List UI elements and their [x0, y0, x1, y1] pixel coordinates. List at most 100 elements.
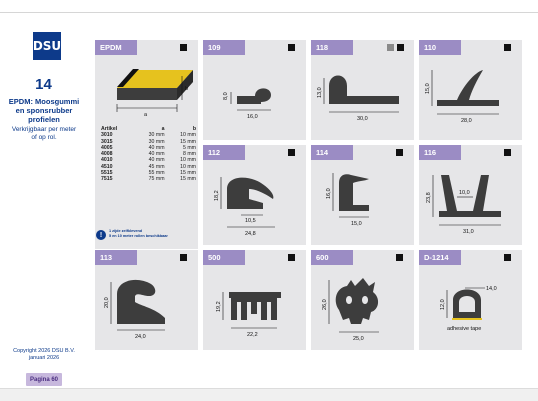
tile-title: 113	[95, 250, 137, 265]
dim-label-h: 12,0	[440, 299, 446, 310]
color-black-swatch	[180, 44, 187, 51]
adhesive-strip	[452, 318, 482, 320]
dim-label-h: 19,2	[216, 301, 222, 312]
tile-114: 114 16,0 15,0	[311, 145, 414, 245]
dim-label-w: 22,2	[247, 332, 258, 338]
profile-drawing-600: 26,0 25,0	[322, 278, 379, 342]
tile-118: 118 13,0 30,0	[311, 40, 414, 140]
profile-shape	[335, 278, 379, 324]
tile-title: 116	[419, 145, 461, 160]
table-row: 4008 40 mm 8 mm	[101, 151, 196, 157]
chapter-subtitle: Verkrijgbaar per meter of op rol.	[4, 126, 84, 142]
tile-title: 109	[203, 40, 245, 55]
copyright-text: Copyright 2026 DSU B.V. januari 2026	[4, 348, 84, 362]
table-cell: 3010	[101, 132, 113, 139]
copyright-line: Copyright 2026 DSU B.V.	[13, 348, 75, 354]
profile-drawing-500: 19,2 22,2	[216, 292, 281, 338]
table-cell: 4005	[101, 144, 113, 151]
table-cell: 8 mm	[183, 151, 196, 158]
table-cell: 15 mm	[180, 176, 196, 183]
note-line: 1 zijde zelfklevend	[109, 229, 143, 233]
dim-label-w: 24,0	[135, 334, 146, 340]
profile-shape	[339, 174, 369, 211]
color-gray-swatch	[387, 44, 394, 51]
dim-label-w: 28,0	[461, 118, 472, 124]
dim-label-w: 14,0	[486, 286, 497, 292]
dim-label-h: 18,2	[214, 190, 220, 201]
table-cell: 40 mm	[148, 157, 165, 164]
profile-drawing-118: 13,0 30,0	[317, 75, 399, 122]
dim-label-w2: 31,0	[463, 229, 474, 235]
table-cell: 10 mm	[180, 157, 196, 164]
dim-label-h: 26,0	[322, 299, 328, 310]
tile-title: 500	[203, 250, 245, 265]
table-cell: 75 mm	[148, 176, 165, 183]
table-header: a	[161, 126, 165, 132]
tile-500: 500 19,2 22,2	[203, 250, 306, 350]
profile-drawing-114: 16,0 15,0	[326, 173, 369, 227]
tile-113: 113 20,0 24,0	[95, 250, 198, 350]
chapter-title-line: EPDM: Moosgummi	[8, 97, 80, 106]
foam-front	[117, 88, 177, 100]
table-cell: 10 mm	[180, 163, 196, 170]
chapter-title-line: profielen	[28, 115, 60, 124]
dim-label-w: 30,0	[357, 116, 368, 122]
table-header: Artikel	[101, 126, 118, 132]
dim-label-w: 16,0	[247, 114, 258, 120]
page-number-button[interactable]: Pagina 60	[26, 373, 62, 386]
profile-drawing-109: 8,0 16,0	[223, 88, 271, 120]
profile-drawing-112: 18,2 10,5 24,8	[214, 177, 275, 237]
profile-drawing-110: 15,0 28,0	[425, 70, 499, 124]
tile-title: 600	[311, 250, 353, 265]
subtitle-line: of op rol.	[31, 134, 57, 141]
table-cell: 15 mm	[180, 138, 196, 145]
color-black-swatch	[288, 44, 295, 51]
color-black-swatch	[396, 149, 403, 156]
profile-shape	[237, 88, 271, 104]
table-cell: 4010	[101, 157, 113, 164]
adhesive-layer	[117, 70, 193, 88]
dim-label-w1: 10,5	[245, 218, 256, 224]
tile-epdm: EPDM a b	[95, 40, 198, 249]
color-black-swatch	[288, 149, 295, 156]
table-header: b	[192, 126, 196, 132]
color-black-swatch	[504, 149, 511, 156]
top-bar	[0, 0, 538, 13]
dim-label-b: b	[185, 86, 188, 92]
profile-shape	[329, 75, 399, 104]
epdm-strip-drawing: a b	[116, 69, 193, 118]
bottom-bar	[0, 388, 538, 401]
color-black-swatch	[504, 44, 511, 51]
table-header-row: Artikel a b	[101, 126, 196, 132]
note-line: 5 en 10 meter rollen beschikbaar	[109, 233, 168, 238]
table-cell: 4008	[101, 151, 113, 158]
dsu-logo: DSU	[33, 32, 61, 60]
table-row: 7515 75 mm 15 mm	[101, 176, 196, 182]
tile-title: EPDM	[95, 40, 137, 55]
table-cell: 5 mm	[183, 144, 196, 151]
table-cell: 30 mm	[148, 138, 165, 145]
adhesive-edge	[117, 69, 139, 87]
profile-drawing-d1214: 14,0 12,0 adhesive tape	[440, 286, 497, 332]
table-cell: 3015	[101, 138, 113, 145]
dim-label-h: 16,0	[326, 188, 332, 199]
table-row: 4010 40 mm 10 mm	[101, 157, 196, 163]
dim-label-w: 25,0	[353, 336, 364, 342]
note-box: ! 1 zijde zelfklevend 5 en 10 meter roll…	[96, 229, 198, 243]
table-cell: 5515	[101, 170, 113, 177]
profile-shape	[117, 279, 165, 324]
table-cell: 7515	[101, 176, 113, 183]
table-cell: 45 mm	[148, 163, 165, 170]
profile-shape	[439, 175, 501, 217]
table-row: 4005 40 mm 5 mm	[101, 145, 196, 151]
color-black-swatch	[504, 254, 511, 261]
table-cell: 40 mm	[148, 151, 165, 158]
dim-label-w2: 24,8	[245, 231, 256, 237]
table-cell: 40 mm	[148, 144, 165, 151]
tile-d1214: D-1214 14,0 12,0 adhesive tape	[419, 250, 522, 350]
tile-title: 114	[311, 145, 353, 160]
